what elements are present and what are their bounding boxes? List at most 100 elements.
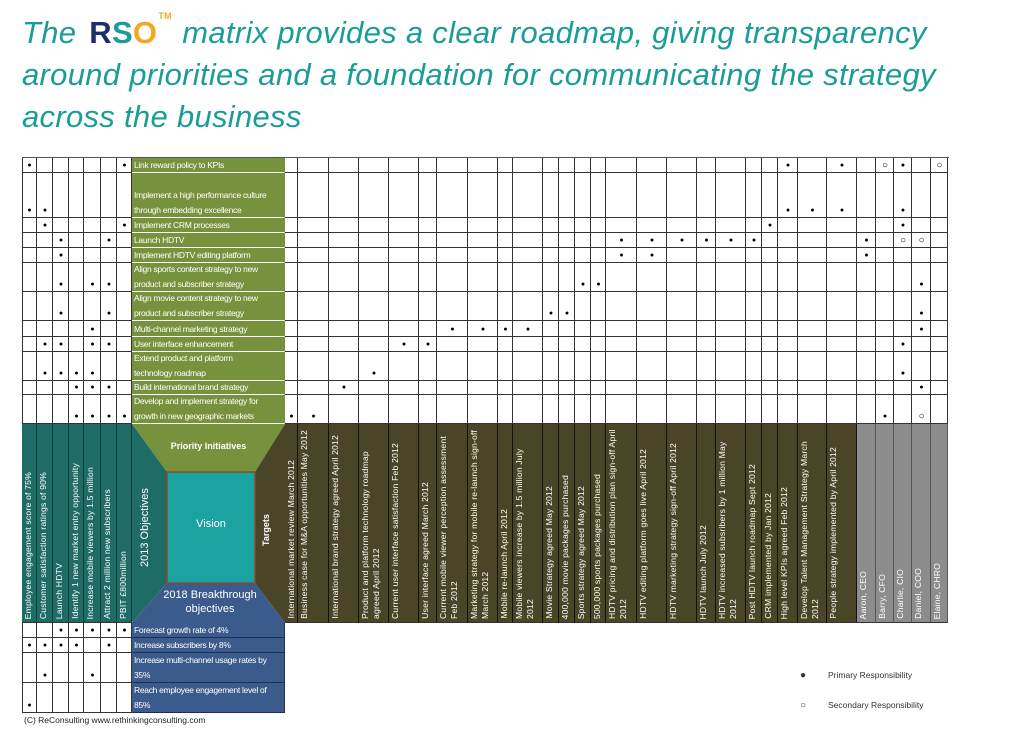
objective-cell — [69, 158, 84, 173]
primary-dot-icon: ● — [864, 237, 869, 244]
primary-dot-icon: ● — [785, 207, 791, 214]
person-cell — [876, 292, 894, 321]
person-cell — [912, 381, 931, 395]
person-cell — [876, 263, 894, 292]
target-cell — [543, 352, 559, 381]
target-cell — [285, 233, 298, 248]
primary-dot-icon: ● — [704, 237, 709, 244]
initiative-label: Multi-channel marketing strategy — [132, 321, 285, 337]
target-cell — [389, 337, 419, 352]
person-cell — [894, 352, 912, 381]
objective-cell — [53, 248, 69, 263]
target-cell — [762, 158, 778, 173]
objective-cell — [84, 337, 101, 352]
target-cell — [329, 337, 359, 352]
target-cell — [389, 395, 419, 424]
target-cell — [778, 352, 798, 381]
target-cell — [359, 321, 389, 337]
objective-cell — [22, 173, 37, 218]
target-cell — [359, 218, 389, 233]
objective-cell — [84, 233, 101, 248]
objective-cell — [117, 292, 132, 321]
person-cell — [912, 248, 931, 263]
target-cell — [575, 321, 591, 337]
primary-dot-icon: ● — [58, 627, 64, 634]
primary-dot-icon: ● — [480, 326, 486, 333]
objective-cell — [22, 381, 37, 395]
target-cell — [746, 292, 762, 321]
target-cell — [798, 321, 827, 337]
target-cell — [606, 173, 637, 218]
primary-dot-icon: ● — [900, 207, 906, 214]
person-cell — [931, 337, 948, 352]
target-cell — [746, 233, 762, 248]
objective-cell — [22, 218, 37, 233]
target-cell — [559, 352, 575, 381]
primary-dot-icon: ● — [42, 642, 48, 649]
primary-dot-icon: ● — [401, 341, 407, 348]
target-cell — [513, 158, 543, 173]
objective-cell — [117, 381, 132, 395]
target-header-text: Current user interface satisfaction Feb … — [390, 443, 400, 619]
person-cell — [912, 158, 931, 173]
target-cell — [575, 248, 591, 263]
target-cell — [591, 292, 606, 321]
target-cell — [827, 218, 857, 233]
target-cell — [359, 292, 389, 321]
objective-cell — [101, 263, 117, 292]
target-cell — [389, 292, 419, 321]
person-cell — [876, 248, 894, 263]
target-cell — [513, 248, 543, 263]
target-cell — [697, 321, 716, 337]
objective-cell — [69, 352, 84, 381]
target-cell — [559, 218, 575, 233]
objective-cell — [117, 218, 132, 233]
initiative-label: Align movie content strategy to new prod… — [132, 292, 285, 321]
person-cell — [876, 158, 894, 173]
objective-cell — [22, 158, 37, 173]
primary-dot-icon: ● — [425, 341, 431, 348]
target-cell — [746, 218, 762, 233]
secondary-circle-icon: ○ — [918, 411, 925, 422]
primary-dot-icon: ● — [919, 310, 924, 317]
primary-dot-icon: ● — [785, 162, 791, 169]
target-cell — [559, 321, 575, 337]
target-cell — [667, 263, 697, 292]
title-line2: around priorities and a foundation for c… — [22, 57, 936, 92]
target-cell — [762, 292, 778, 321]
title-line1: matrix provides a clear roadmap, giving … — [173, 15, 927, 50]
target-cell — [468, 395, 498, 424]
objective-cell — [37, 321, 53, 337]
person-cell — [894, 173, 912, 218]
person-cell — [931, 173, 948, 218]
target-cell — [746, 352, 762, 381]
person-cell — [857, 337, 876, 352]
person-cell — [857, 352, 876, 381]
person-header-text: Daniel, COO — [913, 568, 923, 619]
objective-cell — [117, 173, 132, 218]
target-cell — [389, 263, 419, 292]
target-cell — [285, 337, 298, 352]
target-cell — [591, 248, 606, 263]
objective-cell — [69, 653, 84, 683]
primary-dot-icon: ● — [27, 702, 32, 709]
primary-dot-icon: ● — [106, 384, 112, 391]
target-cell — [498, 233, 513, 248]
target-cell — [559, 173, 575, 218]
target-cell — [559, 158, 575, 173]
objective-cell — [101, 352, 117, 381]
person-cell — [931, 381, 948, 395]
person-header-text: Aaron, CEO — [858, 570, 868, 619]
target-cell — [591, 263, 606, 292]
priority-initiatives-label: Priority Initiatives — [170, 441, 247, 451]
vision-box — [166, 471, 256, 584]
objective-cell — [22, 292, 37, 321]
target-header-text: Develop Talent Management Strategy March… — [799, 441, 820, 619]
target-header-text: 400,000 movie packages purchased — [560, 474, 570, 619]
target-cell — [798, 395, 827, 424]
target-cell — [716, 292, 746, 321]
primary-dot-icon: ● — [58, 341, 64, 348]
objective-header-text: Customer satisfaction ratings of 90% — [38, 471, 48, 619]
target-header-text: People strategy implemented by April 201… — [828, 447, 838, 619]
target-cell — [498, 381, 513, 395]
